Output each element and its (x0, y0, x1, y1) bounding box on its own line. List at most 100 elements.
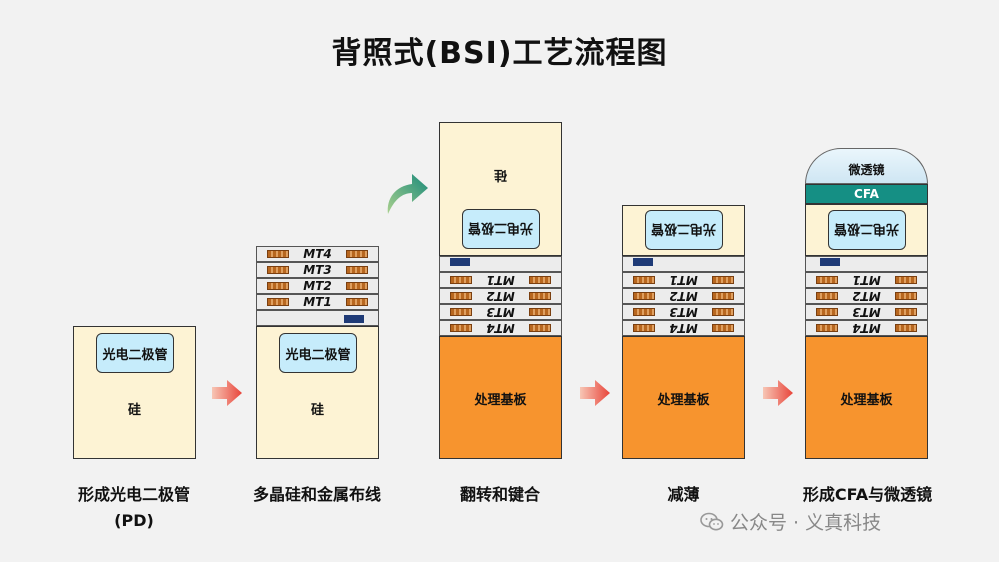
poly-gate (344, 315, 364, 323)
step5-microlens-label: 微透镜 (848, 162, 885, 177)
flip-arrow-icon (387, 174, 428, 214)
metal-pad (529, 292, 551, 300)
step5-cfa: CFA (805, 184, 928, 204)
metal-pad (712, 292, 734, 300)
step2-layer-mt3: MT3 (256, 262, 379, 278)
metal-pad (346, 250, 368, 258)
step5-layer-mt4: MT4 (805, 320, 928, 336)
step4-substrate: 处理基板 (622, 336, 745, 459)
step5-layer-mt3: MT3 (805, 304, 928, 320)
step2-silicon: 光电二极管 硅 (256, 326, 379, 459)
step2-label-line1: 多晶硅和金属布线 (252, 485, 381, 504)
step5-label-line1: 形成CFA与微透镜 (802, 485, 933, 504)
metal-pad (450, 276, 472, 284)
poly-gate (450, 258, 470, 266)
step3-photodiode-label: 光电二极管 (468, 219, 534, 235)
metal-pad (346, 298, 368, 306)
step3-silicon: 硅 光电二极管 (439, 122, 562, 256)
step3-substrate: 处理基板 (439, 336, 562, 459)
arrow-right-icon (580, 380, 610, 406)
step4-photodiode: 光电二极管 (645, 210, 723, 250)
step4-silicon: 光电二极管 (622, 205, 745, 256)
watermark-text: 公众号 · 义真科技 (730, 512, 882, 534)
step4-layer-mt4: MT4 (622, 320, 745, 336)
watermark: 公众号 · 义真科技 (700, 508, 881, 535)
step2-label: 多晶硅和金属布线 (222, 482, 412, 508)
metal-pad (895, 292, 917, 300)
step4-photodiode-label: 光电二极管 (651, 220, 717, 236)
step5-cfa-label: CFA (854, 187, 879, 201)
layer-label: MT3 (303, 263, 332, 277)
step3-poly-layer (439, 256, 562, 272)
step5-photodiode: 光电二极管 (828, 210, 906, 250)
metal-pad (346, 266, 368, 274)
step1-silicon-label: 硅 (127, 403, 141, 418)
step3-layer-mt2: MT2 (439, 288, 562, 304)
step5-microlens: 微透镜 (805, 148, 928, 184)
step3-silicon-label: 硅 (494, 167, 508, 182)
step2-metal-stack: MT4 MT3 MT2 MT1 (256, 246, 379, 326)
metal-pad (633, 276, 655, 284)
step3-layer-mt4: MT4 (439, 320, 562, 336)
step1-photodiode: 光电二极管 (96, 333, 174, 373)
arrow-right-icon (763, 380, 793, 406)
step4-label: 减薄 (622, 482, 745, 508)
step5-substrate-label: 处理基板 (840, 393, 893, 408)
metal-pad (346, 282, 368, 290)
step4-layer-mt2: MT2 (622, 288, 745, 304)
wechat-icon (700, 512, 724, 530)
step3-label: 翻转和键合 (420, 482, 580, 508)
metal-pad (816, 308, 838, 316)
metal-pad (267, 298, 289, 306)
step5-photodiode-label: 光电二极管 (834, 220, 900, 236)
step3-photodiode: 光电二极管 (462, 209, 540, 249)
metal-pad (816, 292, 838, 300)
diagram-title: 背照式(BSI)工艺流程图 (331, 36, 668, 71)
step3-metal-stack: MT1 MT2 MT3 MT4 (439, 256, 562, 336)
metal-pad (267, 282, 289, 290)
step4-substrate-label: 处理基板 (657, 393, 710, 408)
layer-label: MT4 (303, 247, 332, 261)
metal-pad (450, 308, 472, 316)
metal-pad (712, 308, 734, 316)
step2-layer-mt1: MT1 (256, 294, 379, 310)
step1-photodiode-label: 光电二极管 (102, 347, 168, 363)
metal-pad (633, 324, 655, 332)
step3-label-line1: 翻转和键合 (459, 485, 540, 504)
step5-label: 形成CFA与微透镜 (770, 482, 965, 508)
step4-layer-mt1: MT1 (622, 272, 745, 288)
poly-gate (633, 258, 653, 266)
poly-gate (820, 258, 840, 266)
step5-silicon: 光电二极管 (805, 204, 928, 256)
step3-substrate-label: 处理基板 (474, 393, 527, 408)
step4-poly-layer (622, 256, 745, 272)
metal-pad (816, 324, 838, 332)
step5-metal-stack: MT1 MT2 MT3 MT4 (805, 256, 928, 336)
metal-pad (816, 276, 838, 284)
metal-pad (895, 324, 917, 332)
step1-label-line1: 形成光电二极管 (77, 485, 190, 504)
step1-silicon: 光电二极管 硅 (73, 326, 196, 459)
step3-layer-mt3: MT3 (439, 304, 562, 320)
step4-label-line1: 减薄 (667, 485, 700, 504)
step4-layer-mt3: MT3 (622, 304, 745, 320)
metal-pad (450, 324, 472, 332)
metal-pad (712, 324, 734, 332)
metal-pad (712, 276, 734, 284)
step1-label: 形成光电二极管 (PD) (44, 482, 224, 534)
metal-pad (529, 324, 551, 332)
step5-layer-mt1: MT1 (805, 272, 928, 288)
metal-pad (529, 276, 551, 284)
metal-pad (529, 308, 551, 316)
step2-photodiode: 光电二极管 (279, 333, 357, 373)
step2-poly-layer (256, 310, 379, 326)
metal-pad (633, 292, 655, 300)
step3-layer-mt1: MT1 (439, 272, 562, 288)
step5-layer-mt2: MT2 (805, 288, 928, 304)
step1-label-line2: (PD) (114, 511, 154, 530)
step2-layer-mt2: MT2 (256, 278, 379, 294)
step2-photodiode-label: 光电二极管 (285, 347, 351, 363)
metal-pad (450, 292, 472, 300)
metal-pad (633, 308, 655, 316)
